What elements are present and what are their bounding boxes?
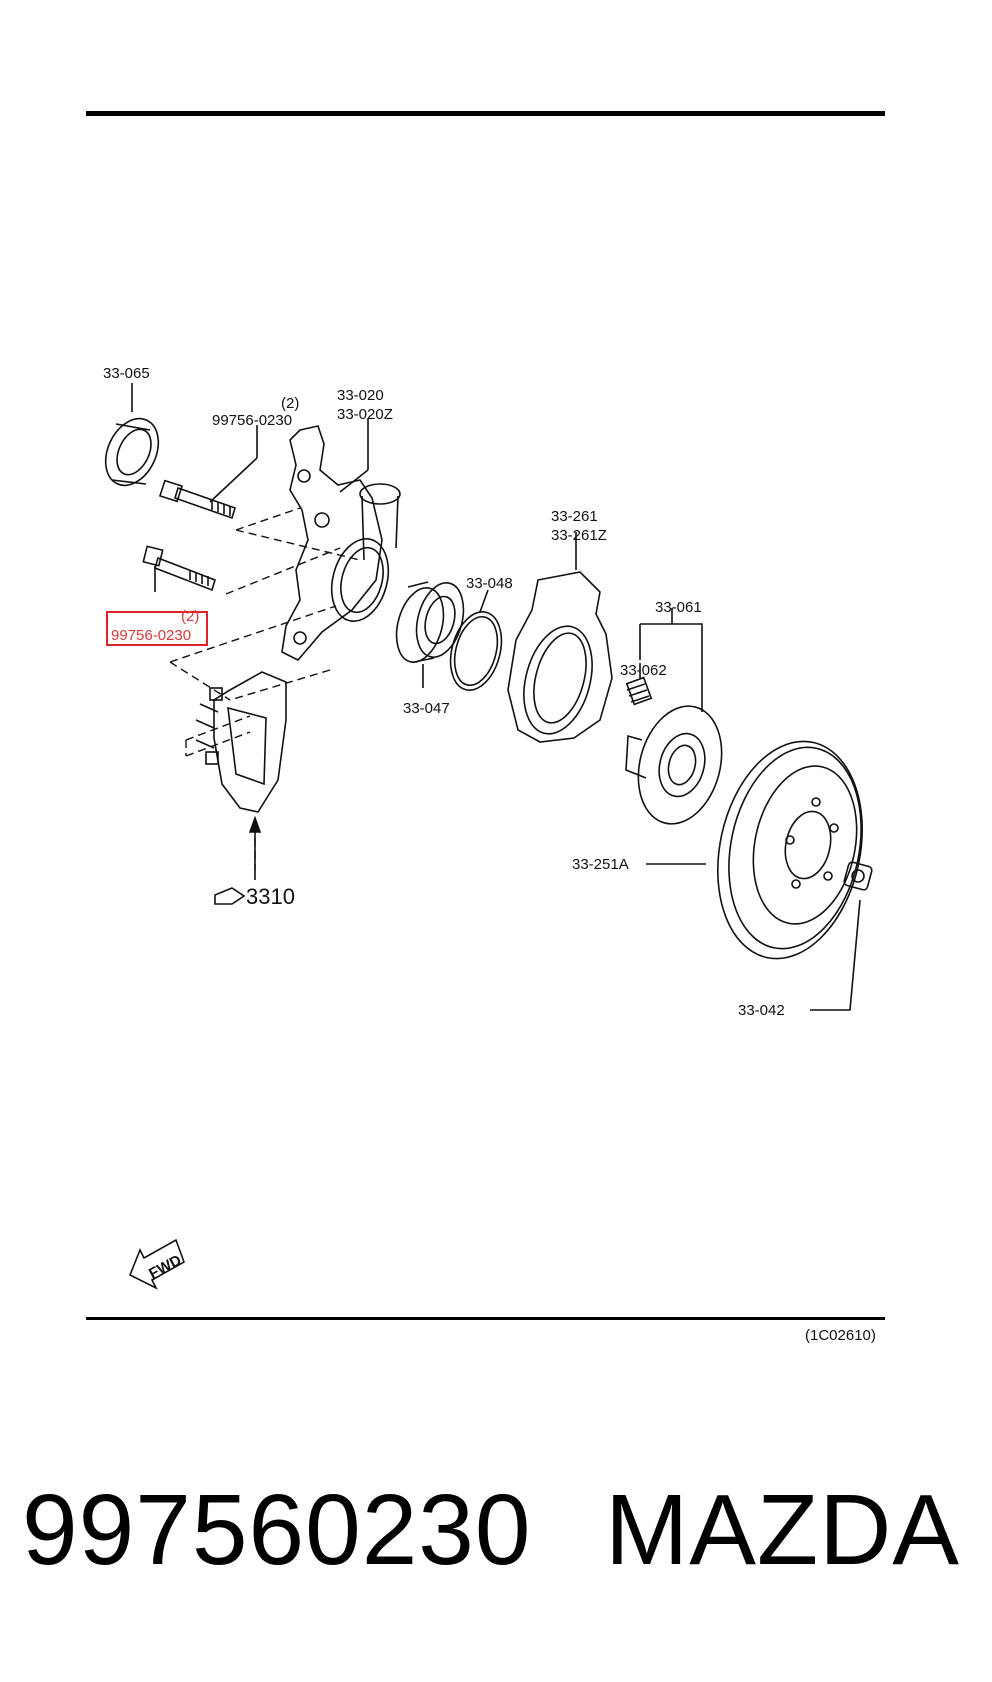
label-33-042: 33-042 [738, 1002, 785, 1019]
brake-caliper-3310 [195, 671, 287, 813]
top-rule [86, 111, 885, 116]
assembly-guides [169, 507, 361, 870]
bolt-middle [142, 545, 216, 592]
brand-name: MAZDA [605, 1474, 960, 1586]
parts-drawing [104, 383, 873, 1011]
label-33-251a: 33-251A [572, 856, 629, 873]
dust-shield-33-261 [507, 571, 613, 743]
fwd-label: FWD [146, 1252, 184, 1283]
label-33-065: 33-065 [103, 365, 150, 382]
label-qty-mid: (2) [181, 608, 199, 625]
highlight-box [106, 611, 208, 646]
brake-rotor-33-251a [717, 740, 863, 960]
label-33-048: 33-048 [466, 575, 513, 592]
label-33-261: 33-261 [551, 508, 598, 525]
wheel-stud-33-062 [625, 676, 653, 706]
label-bolt-mid: 99756-0230 [111, 627, 191, 644]
snap-ring-33-048 [449, 611, 503, 691]
bottom-rule [86, 1317, 885, 1320]
fwd-arrow-icon: FWD [128, 1238, 185, 1290]
label-33-020z: 33-020Z [337, 406, 393, 423]
steering-knuckle-33-020 [281, 425, 401, 661]
reference-code: (1C02610) [805, 1327, 876, 1344]
dust-seal-33-065 [104, 417, 160, 487]
hub-nut-33-042 [843, 861, 873, 891]
label-33-020: 33-020 [337, 387, 384, 404]
bolt-top [158, 479, 236, 520]
part-number: 997560230 [22, 1474, 532, 1586]
wheel-hub-33-061 [625, 705, 723, 825]
label-3310: 3310 [246, 884, 295, 909]
label-33-062: 33-062 [620, 662, 667, 679]
label-33-047: 33-047 [403, 700, 450, 717]
label-bolt-top: 99756-0230 [212, 412, 292, 429]
label-33-061: 33-061 [655, 599, 702, 616]
label-33-261z: 33-261Z [551, 527, 607, 544]
label-qty-top: (2) [281, 395, 299, 412]
wheel-bearing-33-047 [395, 581, 465, 663]
